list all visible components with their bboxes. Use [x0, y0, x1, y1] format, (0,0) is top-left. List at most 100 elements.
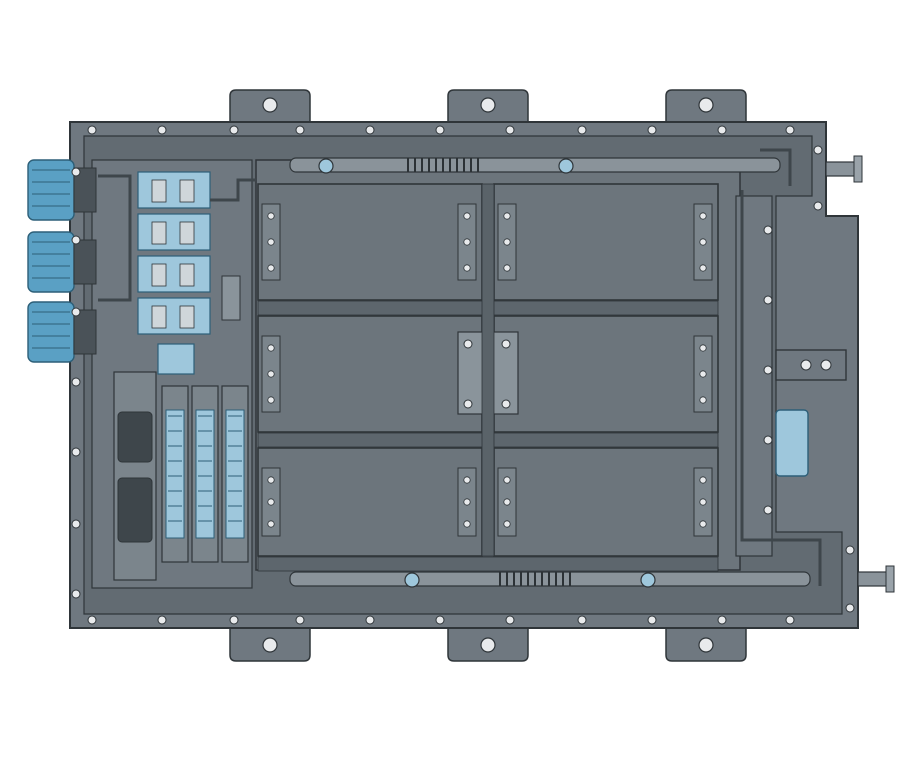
- connector-icon: [27, 301, 75, 363]
- bolt-hole-icon: [229, 615, 239, 625]
- bolt-hole-icon: [699, 238, 707, 246]
- board-connector-strip: [225, 409, 245, 539]
- bolt-hole-icon: [71, 589, 81, 599]
- bolt-hole-icon: [295, 125, 305, 135]
- bolt-hole-icon: [785, 125, 795, 135]
- bus-bar: [179, 221, 195, 245]
- bolt-hole-icon: [435, 125, 445, 135]
- bolt-hole-icon: [505, 125, 515, 135]
- bolt-hole-icon: [501, 399, 511, 409]
- perimeter-bolts: [71, 125, 855, 625]
- bolt-hole-icon: [365, 615, 375, 625]
- bus-bar: [179, 263, 195, 287]
- bolt-hole-icon: [267, 344, 275, 352]
- bolt-hole-icon: [845, 545, 855, 555]
- board-connector-strip: [195, 409, 215, 539]
- bolt-hole-icon: [295, 615, 305, 625]
- bolt-hole-icon: [699, 212, 707, 220]
- bolt-hole-icon: [505, 615, 515, 625]
- connector-flange: [73, 309, 97, 355]
- connector-flange: [73, 239, 97, 285]
- bolt-hole-icon: [717, 125, 727, 135]
- internal-line: [760, 148, 792, 186]
- bolt-hole-icon: [463, 264, 471, 272]
- coolant-port-icon: [853, 155, 863, 183]
- battery-module: [257, 447, 483, 557]
- bolt-hole-icon: [503, 264, 511, 272]
- bolt-hole-icon: [763, 505, 773, 515]
- coolant-pipe-top: [289, 157, 781, 173]
- bolt-hole-icon: [267, 520, 275, 528]
- bolt-hole-icon: [699, 370, 707, 378]
- connector-icon: [117, 477, 153, 543]
- coolant-port-icon: [825, 161, 857, 177]
- board-connector-strip: [165, 409, 185, 539]
- bolt-hole-icon: [229, 125, 239, 135]
- bolt-hole-icon: [763, 225, 773, 235]
- bolt-hole-icon: [87, 125, 97, 135]
- bolt-hole-icon: [698, 97, 714, 113]
- pipe-fitting: [558, 158, 574, 174]
- bolt-hole-icon: [463, 498, 471, 506]
- bus-bar: [179, 179, 195, 203]
- bolt-hole-icon: [463, 238, 471, 246]
- bolt-hole-icon: [699, 344, 707, 352]
- bolt-hole-icon: [699, 476, 707, 484]
- bolt-hole-icon: [577, 615, 587, 625]
- battery-module: [257, 315, 483, 433]
- bolt-hole-icon: [800, 359, 812, 371]
- bms-board: [113, 371, 157, 581]
- bolt-hole-icon: [463, 212, 471, 220]
- mounting-tabs: [229, 89, 747, 662]
- bolt-hole-icon: [480, 637, 496, 653]
- right-side-components: [740, 148, 895, 593]
- bolt-hole-icon: [267, 476, 275, 484]
- bolt-hole-icon: [71, 377, 81, 387]
- bolt-hole-icon: [71, 235, 81, 245]
- bus-bar: [151, 179, 167, 203]
- bolt-hole-icon: [267, 370, 275, 378]
- bolt-hole-icon: [503, 520, 511, 528]
- bus-bar: [151, 305, 167, 329]
- bolt-hole-icon: [501, 339, 511, 349]
- cooling-rails: [289, 157, 811, 588]
- center-spine: [481, 183, 495, 557]
- connector-flange: [73, 167, 97, 213]
- bolt-hole-icon: [463, 520, 471, 528]
- connector-icon: [27, 159, 75, 221]
- connector-icon: [27, 231, 75, 293]
- bus-bar: [151, 221, 167, 245]
- relay: [221, 275, 241, 321]
- coolant-port-icon: [885, 565, 895, 593]
- bolt-hole-icon: [717, 615, 727, 625]
- pipe-fitting: [640, 572, 656, 588]
- battery-module: [493, 315, 719, 433]
- bolt-hole-icon: [699, 396, 707, 404]
- bolt-hole-icon: [71, 447, 81, 457]
- bolt-hole-icon: [503, 212, 511, 220]
- bolt-hole-icon: [480, 97, 496, 113]
- bolt-hole-icon: [763, 365, 773, 375]
- harness: [210, 178, 256, 202]
- connector-icon: [117, 411, 153, 463]
- connector-icon: [775, 409, 809, 477]
- bolt-hole-icon: [267, 264, 275, 272]
- fuse-block: [157, 343, 195, 375]
- bolt-hole-icon: [463, 476, 471, 484]
- bolt-hole-icon: [503, 238, 511, 246]
- bolt-hole-icon: [262, 637, 278, 653]
- bolt-hole-icon: [262, 97, 278, 113]
- pipe-fitting: [318, 158, 334, 174]
- bolt-hole-icon: [267, 238, 275, 246]
- bus-bar: [179, 305, 195, 329]
- bolt-hole-icon: [763, 295, 773, 305]
- bolt-hole-icon: [157, 125, 167, 135]
- bolt-hole-icon: [647, 125, 657, 135]
- bolt-hole-icon: [763, 435, 773, 445]
- bolt-hole-icon: [699, 520, 707, 528]
- bolt-hole-icon: [157, 615, 167, 625]
- bus-bar-block: [137, 213, 211, 251]
- bus-bar-block: [137, 297, 211, 335]
